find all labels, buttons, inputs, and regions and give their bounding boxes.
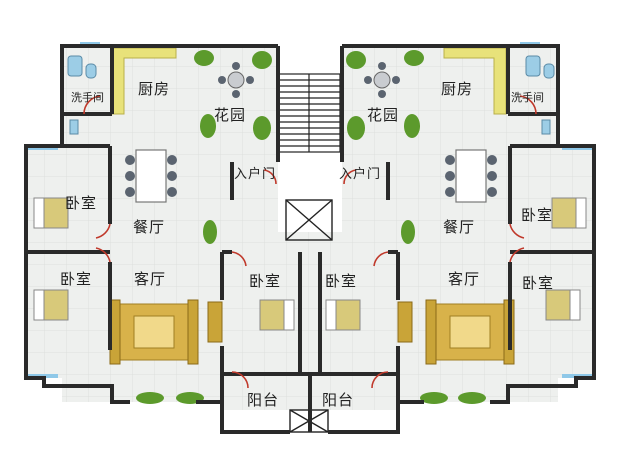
beds xyxy=(33,197,587,331)
room-label-kitchen-right: 厨房 xyxy=(441,80,474,98)
room-label-bedroom-left-upper: 卧室 xyxy=(65,194,98,212)
room-label-entry-right: 入户门 xyxy=(339,167,382,182)
garden-table xyxy=(218,62,400,98)
room-label-bedroom-center-right: 卧室 xyxy=(325,272,358,290)
dining-table xyxy=(125,149,497,203)
room-label-living-left: 客厅 xyxy=(134,270,167,288)
living-room-set xyxy=(109,299,515,365)
elevator-shaft xyxy=(285,199,333,433)
doors xyxy=(83,95,537,389)
room-label-bedroom-right-upper: 卧室 xyxy=(521,206,554,224)
plants xyxy=(136,50,486,404)
room-label-balcony-right: 阳台 xyxy=(322,391,355,409)
room-label-washroom-right: 洗手间 xyxy=(511,91,544,104)
room-label-bedroom-left-lower: 卧室 xyxy=(60,270,93,288)
walls xyxy=(24,44,596,434)
room-label-bedroom-center-left: 卧室 xyxy=(249,272,282,290)
room-label-bedroom-right-lower: 卧室 xyxy=(522,274,555,292)
room-label-garden-right: 花园 xyxy=(367,106,400,124)
staircase xyxy=(277,73,341,153)
room-label-entry-left: 入户门 xyxy=(234,167,277,182)
room-label-dining-left: 餐厅 xyxy=(133,218,166,236)
room-label-garden-left: 花园 xyxy=(214,106,247,124)
room-label-washroom-left: 洗手间 xyxy=(71,91,104,104)
room-label-living-right: 客厅 xyxy=(448,270,481,288)
washroom-fixtures xyxy=(67,55,555,135)
room-label-balcony-left: 阳台 xyxy=(247,391,280,409)
room-label-kitchen-left: 厨房 xyxy=(138,80,171,98)
room-label-dining-right: 餐厅 xyxy=(443,218,476,236)
